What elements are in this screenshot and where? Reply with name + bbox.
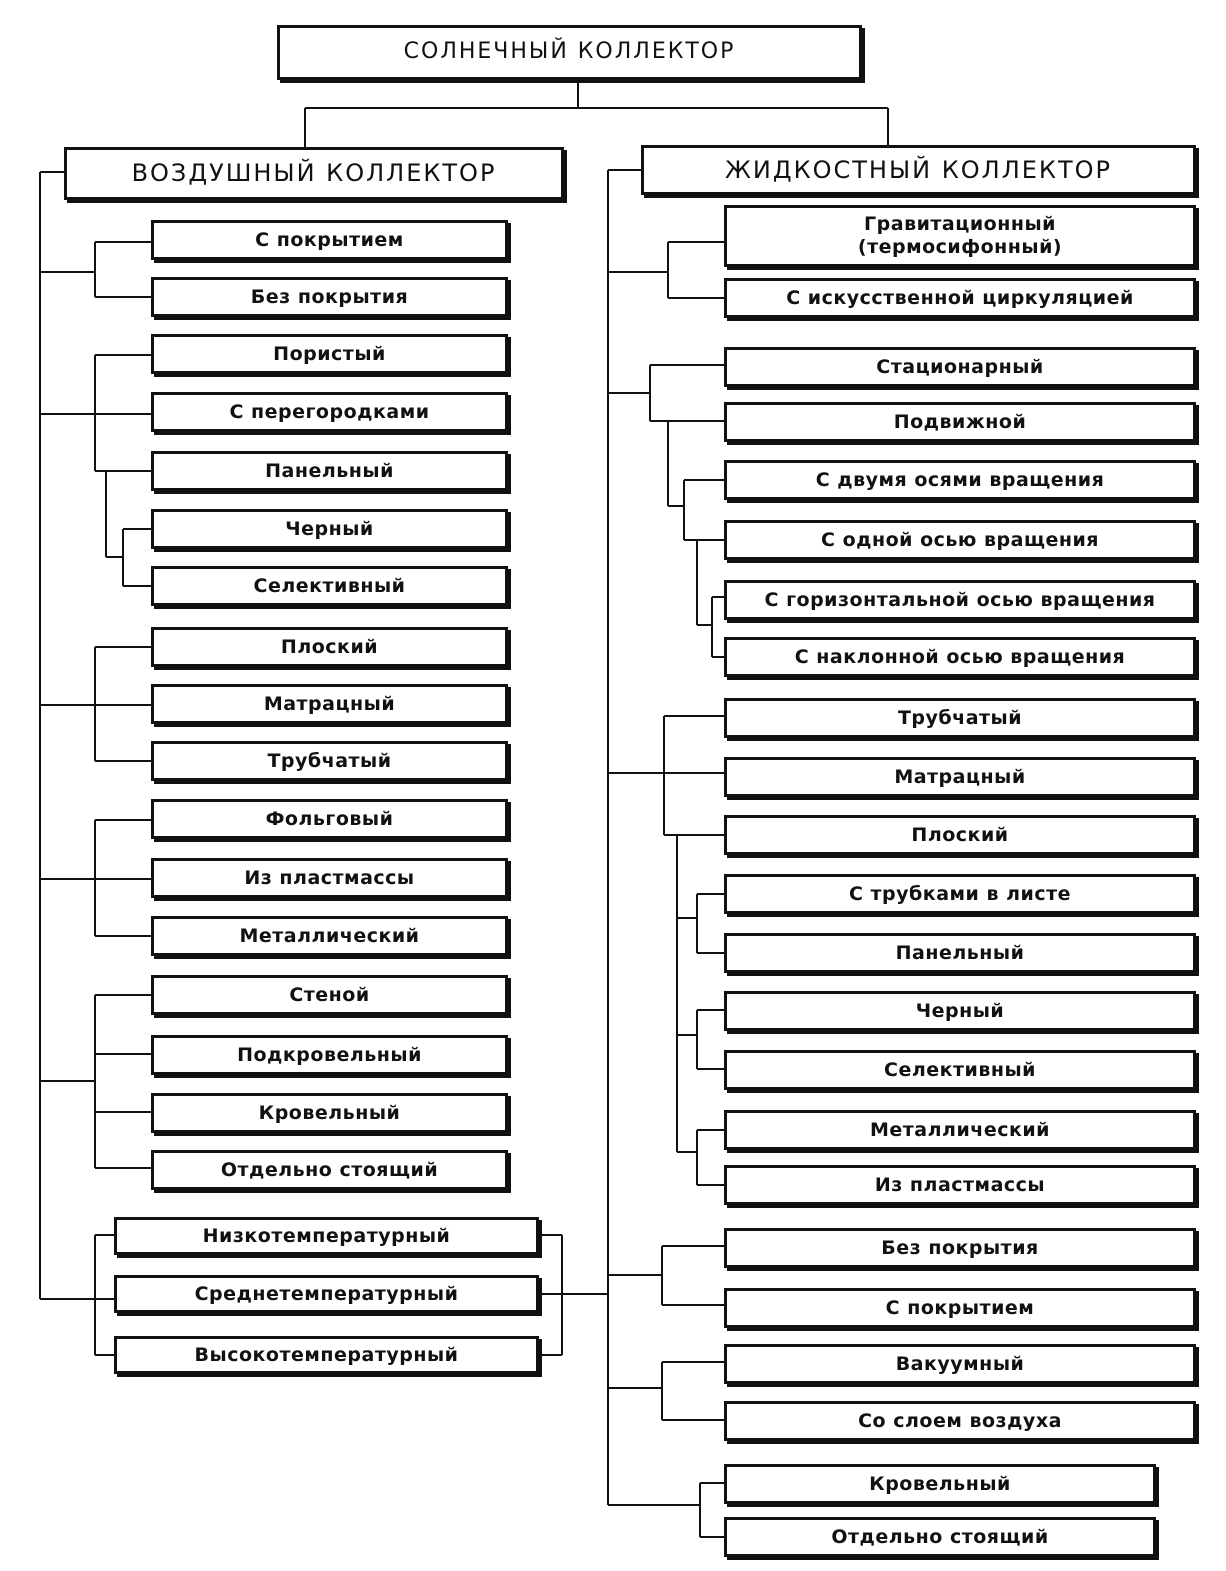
air-item-metal: Металлический <box>151 916 508 956</box>
temp-item-high: Высокотемпературный <box>114 1336 539 1374</box>
liquid-item-vacuum: Вакуумный <box>724 1344 1196 1384</box>
air-item-black: Черный <box>151 509 508 549</box>
air-item-wall: Стеной <box>151 975 508 1015</box>
liquid-item-standalone: Отдельно стоящий <box>724 1517 1156 1557</box>
liquid-item-one-axis: С одной осью вращения <box>724 520 1196 560</box>
air-item-standalone: Отдельно стоящий <box>151 1150 508 1190</box>
root-solar-collector: СОЛНЕЧНЫЙ КОЛЛЕКТОР <box>277 25 862 80</box>
air-item-plastic: Из пластмассы <box>151 858 508 898</box>
liquid-item-inclined-axis: С наклонной осью вращения <box>724 637 1196 677</box>
liquid-item-two-axes: С двумя осями вращения <box>724 460 1196 500</box>
liquid-item-gravity: Гравитационный (термосифонный) <box>724 205 1196 267</box>
air-item-panel: Панельный <box>151 451 508 491</box>
air-item-coated: С покрытием <box>151 220 508 260</box>
air-item-baffled: С перегородками <box>151 392 508 432</box>
liquid-item-flat: Плоский <box>724 815 1196 855</box>
liquid-item-movable: Подвижной <box>724 402 1196 442</box>
liquid-item-black: Черный <box>724 991 1196 1031</box>
liquid-item-coated: С покрытием <box>724 1288 1196 1328</box>
liquid-item-air-layer: Со слоем воздуха <box>724 1401 1196 1441</box>
air-item-mattress: Матрацный <box>151 684 508 724</box>
liquid-item-plastic: Из пластмассы <box>724 1165 1196 1205</box>
liquid-collector-header: ЖИДКОСТНЫЙ КОЛЛЕКТОР <box>641 145 1196 195</box>
air-item-uncoated: Без покрытия <box>151 277 508 317</box>
liquid-item-tubular: Трубчатый <box>724 698 1196 738</box>
air-item-roof: Кровельный <box>151 1093 508 1133</box>
air-item-under-roof: Подкровельный <box>151 1035 508 1075</box>
liquid-item-panel: Панельный <box>724 933 1196 973</box>
air-item-foil: Фольговый <box>151 799 508 839</box>
temp-item-low: Низкотемпературный <box>114 1217 539 1255</box>
liquid-item-mattress: Матрацный <box>724 757 1196 797</box>
air-item-tubular: Трубчатый <box>151 741 508 781</box>
liquid-item-metal: Металлический <box>724 1110 1196 1150</box>
liquid-item-stationary: Стационарный <box>724 347 1196 387</box>
air-collector-header: ВОЗДУШНЫЙ КОЛЛЕКТОР <box>64 147 564 200</box>
temp-item-medium: Среднетемпературный <box>114 1275 539 1313</box>
liquid-item-horizontal-axis: С горизонтальной осью вращения <box>724 580 1196 620</box>
liquid-item-uncoated: Без покрытия <box>724 1228 1196 1268</box>
liquid-item-selective: Селективный <box>724 1050 1196 1090</box>
liquid-item-tubes-in-sheet: С трубками в листе <box>724 874 1196 914</box>
air-item-selective: Селективный <box>151 566 508 606</box>
liquid-item-roof: Кровельный <box>724 1464 1156 1504</box>
air-item-porous: Пористый <box>151 334 508 374</box>
air-item-flat: Плоский <box>151 627 508 667</box>
liquid-item-forced-circulation: С искусственной циркуляцией <box>724 278 1196 318</box>
